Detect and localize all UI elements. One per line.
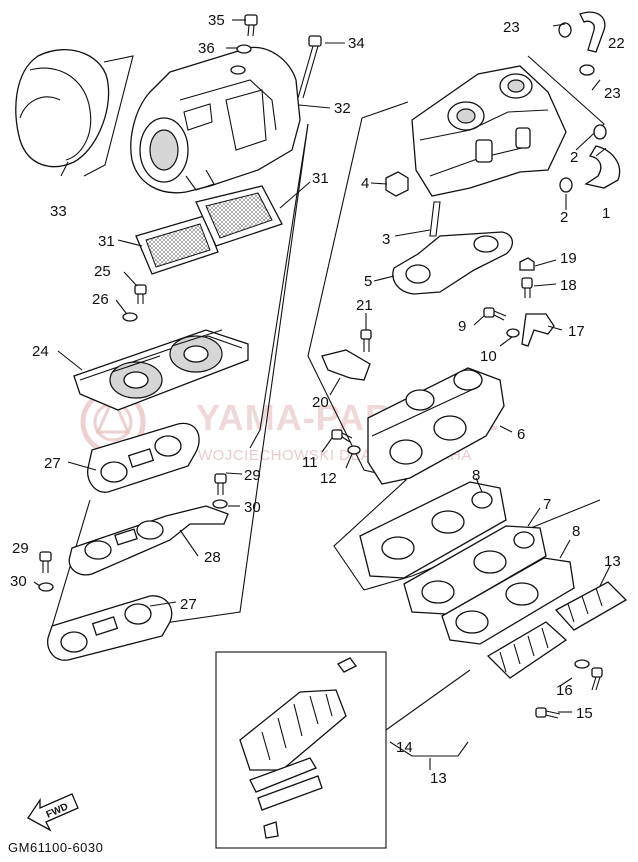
bolt-part	[360, 329, 372, 352]
hose-clamp-part	[559, 124, 607, 193]
callout-number: 31	[312, 170, 329, 187]
washer-part	[347, 445, 361, 455]
callout-number: 20	[312, 394, 329, 411]
washer-part	[574, 659, 590, 669]
gasket-part	[359, 481, 507, 579]
intake-silencer-group	[15, 14, 322, 661]
reed-valve-inset	[215, 651, 471, 849]
callout-number: 30	[10, 573, 27, 590]
bolt-part	[214, 473, 227, 495]
callout-number: 5	[364, 273, 372, 290]
fwd-arrow: FWD	[27, 793, 79, 832]
washer-part	[212, 499, 228, 509]
clamp-part	[321, 349, 371, 381]
silencer-body-part	[130, 46, 301, 194]
washer-part	[506, 328, 520, 338]
filter-screen-part	[135, 185, 283, 275]
callout-number: 30	[244, 499, 261, 516]
callout-number: 2	[560, 209, 568, 226]
washer-part	[122, 312, 138, 322]
callout-number: 13	[430, 770, 447, 787]
callout-number: 21	[356, 297, 373, 314]
gasket-part	[441, 557, 575, 645]
washer-part	[236, 44, 252, 54]
callout-number: 23	[604, 85, 621, 102]
leader-line	[527, 55, 605, 151]
callout-number: 24	[32, 343, 49, 360]
callouts: 1 2 2 3 4 5 6 7 8 8 9 10 11 12 13 13 14 …	[10, 12, 625, 787]
bolt-part	[535, 707, 561, 719]
callout-number: 16	[556, 682, 573, 699]
callout-number: 11	[302, 454, 318, 471]
intake-manifold-part	[367, 367, 505, 485]
callout-number: 22	[608, 35, 625, 52]
callout-number: 8	[472, 467, 480, 484]
callout-number: 18	[560, 277, 577, 294]
stud-part	[429, 201, 441, 237]
fitting-part	[521, 277, 533, 298]
callout-number: 14	[396, 739, 413, 756]
callout-number: 19	[560, 250, 577, 267]
callout-number: 12	[320, 470, 337, 487]
callout-number: 1	[602, 205, 610, 222]
gasket-part	[87, 422, 200, 493]
carburetor-part	[411, 65, 567, 197]
plate-part	[68, 505, 229, 576]
callout-number: 29	[12, 540, 29, 557]
callout-leaders	[33, 19, 611, 770]
callout-number: 26	[92, 291, 109, 308]
callout-number: 29	[244, 467, 261, 484]
callout-number: 27	[44, 455, 61, 472]
callout-number: 2	[570, 149, 578, 166]
hose-clamp-part	[558, 22, 595, 76]
callout-number: 36	[198, 40, 215, 57]
callout-number: 33	[50, 203, 67, 220]
silencer-base-part	[73, 329, 249, 411]
diagram-code: GM61100-6030	[8, 840, 103, 855]
bolt-part	[483, 307, 507, 321]
bolt-part	[39, 551, 52, 573]
intake-elbow-part	[15, 48, 110, 168]
callout-number: 27	[180, 596, 197, 613]
callout-number: 32	[334, 100, 351, 117]
gasket-part	[47, 595, 173, 661]
callout-number: 8	[572, 523, 580, 540]
bracket-part	[521, 313, 555, 347]
leader-line	[249, 123, 309, 449]
callout-number: 10	[480, 348, 497, 365]
callout-number: 35	[208, 12, 225, 29]
bolt-part	[331, 429, 353, 443]
fwd-arrow-icon	[27, 793, 79, 832]
callout-number: 17	[568, 323, 585, 340]
leader-line	[83, 55, 134, 177]
callout-number: 13	[604, 553, 621, 570]
gasket-part	[392, 231, 513, 295]
carburetor-manifold-group	[215, 11, 628, 849]
callout-number: 28	[204, 549, 221, 566]
callout-number: 31	[98, 233, 115, 250]
leader-line	[361, 101, 409, 119]
washer-part	[38, 582, 54, 592]
callout-number: 3	[382, 231, 390, 248]
long-bolt-part	[297, 35, 322, 99]
callout-number: 7	[543, 496, 551, 513]
cap-part	[519, 257, 535, 271]
hose-part	[579, 11, 606, 53]
callout-number: 4	[361, 175, 369, 192]
reed-plate-part	[403, 525, 547, 615]
reed-valve-part	[486, 581, 628, 679]
nut-part	[385, 171, 409, 197]
callout-number: 25	[94, 263, 111, 280]
small-bolt-part	[244, 14, 258, 37]
callout-number: 15	[576, 705, 593, 722]
hose-part	[584, 145, 621, 189]
callout-number: 23	[503, 19, 520, 36]
callout-number: 6	[517, 426, 525, 443]
callout-number: 34	[348, 35, 365, 52]
bolt-part	[134, 284, 147, 304]
bolt-part	[591, 667, 603, 691]
callout-number: 9	[458, 318, 466, 335]
